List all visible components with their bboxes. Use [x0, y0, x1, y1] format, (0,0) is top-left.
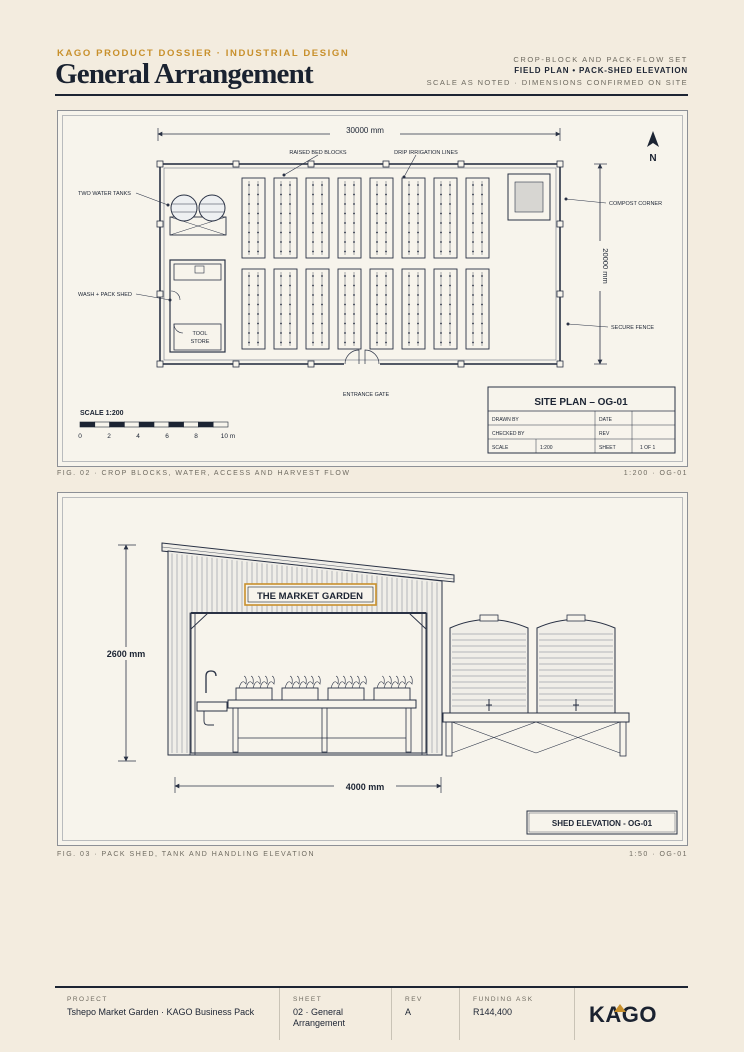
gate-leaf-left	[344, 349, 360, 365]
scale-tick-10: 10 m	[221, 433, 235, 440]
footer-project-value: Tshepo Market Garden · KAGO Business Pac…	[67, 1007, 255, 1017]
tb-scale-value: 1:200	[540, 445, 553, 451]
produce-crate	[235, 675, 275, 701]
produce-crate	[373, 675, 413, 701]
produce-crates	[235, 675, 413, 701]
north-label: N	[649, 153, 656, 164]
raised-bed	[433, 268, 458, 350]
raised-bed	[401, 177, 426, 259]
tb-checked-by: CHECKED BY	[492, 431, 525, 437]
footer-project-label: PROJECT	[67, 996, 108, 1003]
footer-rule	[55, 986, 688, 988]
site-width-dimension: 30000 mm	[346, 126, 384, 135]
header-rule	[55, 94, 688, 96]
tb-drawn-by: DRAWN BY	[492, 417, 519, 423]
packing-bench	[227, 699, 417, 753]
raised-bed	[369, 268, 394, 350]
page-title: General Arrangement	[55, 58, 314, 90]
fence-posts	[156, 160, 564, 368]
dossier-kicker: KAGO PRODUCT DOSSIER · INDUSTRIAL DESIGN	[57, 48, 350, 59]
wash-pack-label: WASH + PACK SHED	[78, 292, 132, 298]
compost-corner	[507, 173, 551, 221]
footer-sheet-value-2: Arrangement	[293, 1018, 346, 1028]
wash-sink	[196, 670, 228, 726]
raised-bed	[465, 268, 490, 350]
tb-sheet-value: 1 OF 1	[640, 445, 656, 451]
site-plan-title: SITE PLAN – OG-01	[534, 397, 628, 408]
scale-tick-2: 2	[107, 433, 111, 440]
north-arrow-icon	[647, 131, 659, 147]
raised-bed	[369, 177, 394, 259]
scale-tick-4: 4	[136, 433, 140, 440]
scale-bar	[79, 421, 229, 428]
raised-bed	[305, 268, 330, 350]
kago-logo: KAGO	[589, 1002, 657, 1027]
tb-rev: REV	[599, 431, 610, 437]
market-garden-sign	[244, 583, 377, 606]
site-plan-title-block	[487, 386, 676, 454]
footer-funding-label: FUNDING ASK	[473, 996, 534, 1003]
tool-store-label-2: STORE	[191, 339, 210, 345]
produce-crate	[281, 675, 321, 701]
scale-title: SCALE 1:200	[80, 410, 124, 417]
site-depth-dimension: 20000 mm	[601, 248, 610, 283]
shed-elevation-panel: 2600 mm THE MARKET GARDEN	[57, 492, 688, 846]
site-plan-panel: 30000 mm	[57, 110, 688, 467]
logo-accent-icon	[614, 1004, 626, 1012]
header-sheet-contents: FIELD PLAN • PACK-SHED ELEVATION	[514, 66, 688, 75]
raised-bed	[401, 268, 426, 350]
gate-leaf-right	[364, 349, 380, 365]
tb-scale-label: SCALE	[492, 445, 509, 451]
footer-rev-label: REV	[405, 996, 423, 1003]
scale-tick-6: 6	[165, 433, 169, 440]
elevation-height-dimension: 2600 mm	[107, 649, 146, 659]
footer-rev-value: A	[405, 1007, 412, 1017]
footer-sheet-label: SHEET	[293, 996, 323, 1003]
wash-pack-shed	[169, 259, 226, 353]
gate-label: ENTRANCE GATE	[343, 392, 390, 398]
fence-label: SECURE FENCE	[611, 325, 654, 331]
raised-bed	[305, 177, 330, 259]
shed-elevation-drawing: 2600 mm THE MARKET GARDEN	[102, 542, 678, 835]
scale-tick-0: 0	[78, 433, 82, 440]
water-tanks	[169, 194, 227, 236]
tank-stand	[442, 712, 630, 757]
shed-roof	[161, 542, 455, 583]
raised-beds-label: RAISED BED BLOCKS	[289, 150, 346, 156]
drip-lines-label: DRIP IRRIGATION LINES	[394, 150, 458, 156]
tb-date: DATE	[599, 417, 613, 423]
elevation-title: SHED ELEVATION - OG-01	[552, 819, 653, 828]
fig3-caption: FIG. 03 · PACK SHED, TANK AND HANDLING E…	[57, 851, 316, 858]
produce-crate	[327, 675, 367, 701]
raised-bed	[337, 177, 362, 259]
raised-bed	[465, 177, 490, 259]
tool-store-label-1: TOOL	[193, 331, 208, 337]
water-tanks-label: TWO WATER TANKS	[78, 191, 131, 197]
header-set-name: CROP-BLOCK AND PACK-FLOW SET	[513, 55, 688, 64]
raised-bed	[273, 268, 298, 350]
fig3-scale: 1:50 · OG-01	[629, 851, 688, 858]
raised-bed-blocks	[241, 177, 490, 350]
raised-bed	[433, 177, 458, 259]
water-tank	[449, 614, 529, 714]
raised-bed	[337, 268, 362, 350]
water-tank-elevations	[449, 614, 616, 714]
footer-funding-value: R144,400	[473, 1007, 513, 1017]
fig2-caption: FIG. 02 · CROP BLOCKS, WATER, ACCESS AND…	[57, 470, 351, 477]
water-tank	[536, 614, 616, 714]
tb-sheet-label: SHEET	[599, 445, 616, 451]
raised-bed	[241, 268, 266, 350]
sign-text: THE MARKET GARDEN	[257, 591, 363, 602]
raised-bed	[241, 177, 266, 259]
footer-bar: PROJECT Tshepo Market Garden · KAGO Busi…	[55, 988, 688, 1040]
header-scale-note: SCALE AS NOTED · DIMENSIONS CONFIRMED ON…	[426, 78, 688, 87]
compost-label: COMPOST CORNER	[609, 201, 662, 207]
raised-bed	[273, 177, 298, 259]
elevation-width-dimension: 4000 mm	[346, 782, 385, 792]
scale-tick-8: 8	[194, 433, 198, 440]
footer-sheet-value-1: 02 · General	[293, 1007, 344, 1017]
fig2-scale: 1:200 · OG-01	[623, 470, 688, 477]
site-plan-drawing: 30000 mm	[78, 125, 676, 454]
